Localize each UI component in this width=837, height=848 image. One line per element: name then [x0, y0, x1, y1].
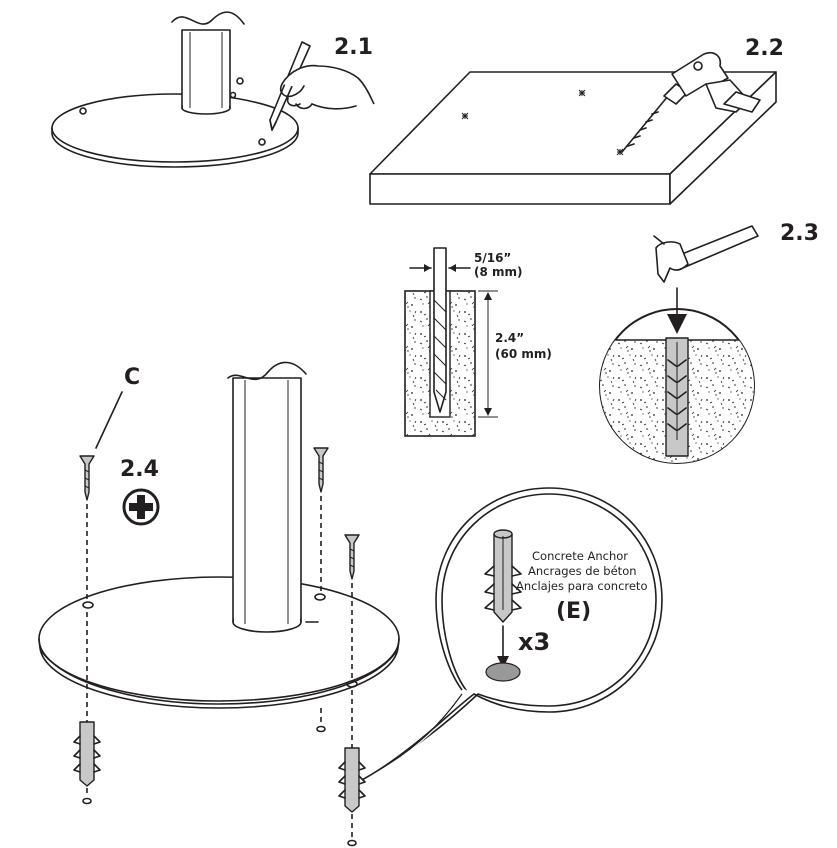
- anchor-name-es: Anclajes para concreto: [516, 579, 647, 593]
- step-label-2-3: 2.3: [780, 221, 819, 246]
- step-2-1-illustration: [51, 11, 299, 168]
- drill-icon: [621, 51, 761, 153]
- hole-mark: [236, 77, 244, 85]
- drill-bit: [433, 247, 447, 413]
- base-plate-ellipse: [38, 576, 400, 702]
- hole-mark: [346, 680, 358, 688]
- anchor-name-fr: Ancrages de béton: [528, 564, 637, 578]
- step-label-2-4: 2.4: [120, 457, 159, 482]
- strike-arrow: [667, 314, 687, 334]
- pencil-icon: [269, 41, 375, 131]
- anchor-part-label: (E): [556, 599, 591, 624]
- hole-diameter-mm: (8 mm): [474, 265, 523, 279]
- screw-right-front: [344, 534, 360, 678]
- anchor-quantity: x3: [518, 628, 550, 656]
- column-tube: [181, 29, 231, 109]
- concrete-anchor-part: [484, 529, 522, 682]
- hole-diameter-inches: 5/16”: [474, 251, 511, 265]
- hole-depth-inches: 2.4”: [495, 331, 524, 345]
- step-2-3-illustration: [599, 287, 755, 464]
- hand-outline: [281, 64, 375, 105]
- step-2-4-base: [38, 361, 400, 709]
- base-plate-ellipse: [51, 93, 299, 163]
- hole-mark: [229, 91, 237, 99]
- screw-right-back: [313, 447, 329, 592]
- hole-mark: [258, 138, 266, 146]
- hole-depth-mm: (60 mm): [495, 347, 552, 361]
- anchor-below-left: [73, 612, 101, 805]
- hammer-icon: [653, 225, 759, 283]
- drill-mark: [578, 89, 586, 97]
- drill-mark: [461, 112, 469, 120]
- screw-c-left: [79, 455, 95, 600]
- column-tube: [232, 377, 302, 623]
- target-hole: [485, 662, 521, 682]
- anchor-below-back: [316, 708, 326, 733]
- anchor-below-right: [338, 690, 366, 847]
- anchor-callout-bubble: [361, 487, 663, 781]
- part-c-leader-line: [95, 391, 123, 449]
- part-c-label: C: [124, 365, 140, 390]
- hole-mark: [82, 601, 94, 609]
- hole-mark: [314, 593, 326, 601]
- column-break-line: [171, 11, 245, 25]
- column-break-line: [227, 361, 307, 381]
- concrete-slab-front: [369, 173, 671, 205]
- step-label-2-1: 2.1: [334, 35, 373, 60]
- hole-mark: [79, 107, 87, 115]
- anchor-name-en: Concrete Anchor: [532, 549, 628, 563]
- step-label-2-2: 2.2: [745, 36, 784, 61]
- phillips-screwdriver-icon: [122, 488, 160, 526]
- base-plate-edge: [51, 127, 299, 168]
- drill-hole-detail: [404, 247, 498, 437]
- base-plate-edge: [38, 638, 400, 709]
- drill-mark: [616, 148, 624, 156]
